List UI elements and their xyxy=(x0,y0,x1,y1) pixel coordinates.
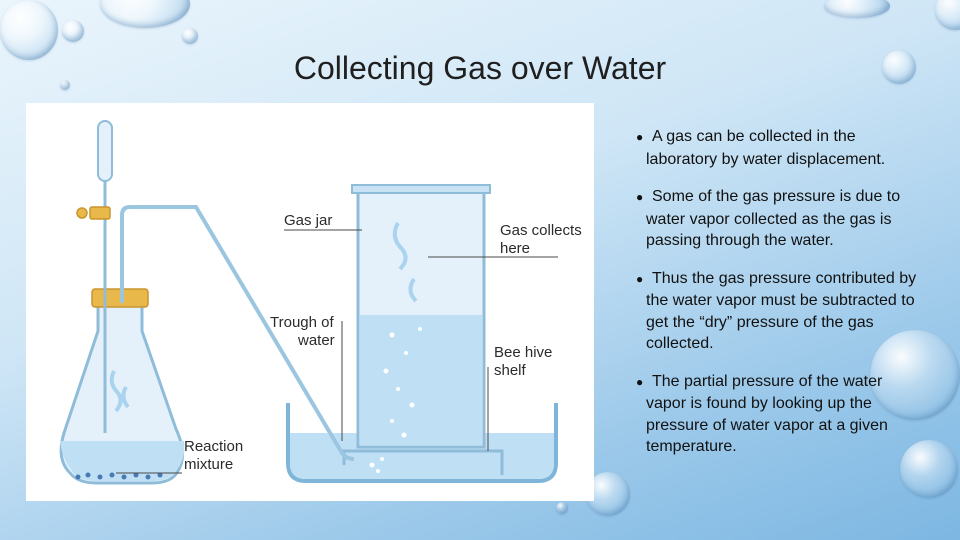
delivery-tube xyxy=(120,205,355,461)
water-droplet xyxy=(824,0,890,18)
water-droplet xyxy=(182,28,198,44)
bullet-text: A gas can be collected in the laboratory… xyxy=(646,128,886,168)
label-reaction-line2: mixture xyxy=(184,456,233,473)
bullet-item: ●Thus the gas pressure contributed by th… xyxy=(636,268,926,355)
reaction-mixture xyxy=(60,441,185,481)
slide-title: Collecting Gas over Water xyxy=(293,50,667,86)
label-gas-jar: Gas jar xyxy=(284,212,332,229)
water-droplet xyxy=(935,0,960,30)
dropping-funnel xyxy=(97,120,113,182)
bullet-text: Thus the gas pressure contributed by the… xyxy=(646,269,917,353)
bullet-dot-icon: ● xyxy=(636,130,644,144)
label-trough-line1: Trough of xyxy=(270,314,334,331)
label-gas-collects-line2: here xyxy=(500,240,530,257)
label-beehive-line2: shelf xyxy=(494,362,527,379)
apparatus-illustration: Gas jar Gas collects here Trough of wate… xyxy=(59,120,582,485)
label-trough-line2: water xyxy=(297,332,335,349)
gas-collection-diagram: Gas jar Gas collects here Trough of wate… xyxy=(26,103,594,501)
water-droplet xyxy=(882,50,916,84)
water-droplet xyxy=(62,20,84,42)
bullet-item: ●The partial pressure of the water vapor… xyxy=(636,371,926,458)
bullet-text: The partial pressure of the water vapor … xyxy=(646,372,888,456)
bullet-item: ●Some of the gas pressure is due to wate… xyxy=(636,186,926,252)
water-droplet xyxy=(870,330,960,420)
water-droplet xyxy=(0,0,58,60)
bullet-dot-icon: ● xyxy=(636,190,644,204)
water-droplet xyxy=(556,502,568,514)
water-droplet xyxy=(60,80,70,90)
water-droplet xyxy=(900,440,958,498)
bullet-dot-icon: ● xyxy=(636,271,644,286)
label-gas-collects-line1: Gas collects xyxy=(500,222,582,239)
label-beehive-line1: Bee hive xyxy=(494,344,552,361)
water-droplet xyxy=(100,0,190,28)
jar-water xyxy=(360,315,482,445)
bullet-text: Some of the gas pressure is due to water… xyxy=(646,188,901,249)
bullet-item: ●A gas can be collected in the laborator… xyxy=(636,126,926,170)
bullet-list: ●A gas can be collected in the laborator… xyxy=(636,126,926,474)
bullet-dot-icon: ● xyxy=(636,374,644,389)
label-reaction-line1: Reaction xyxy=(184,438,243,455)
